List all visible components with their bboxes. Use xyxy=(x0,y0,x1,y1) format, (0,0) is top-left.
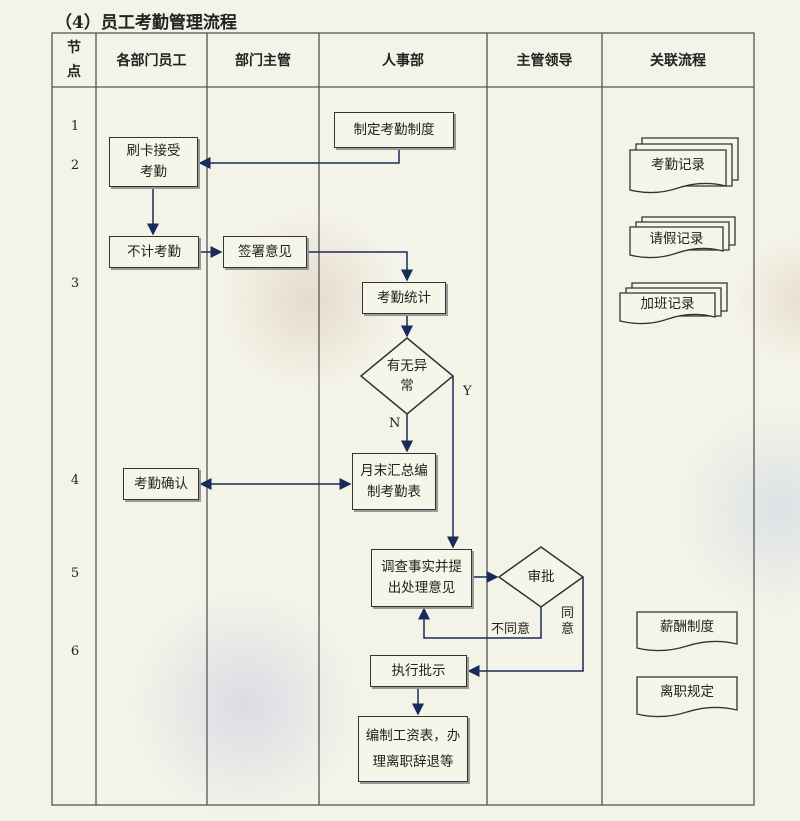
doc-salary-policy[interactable]: 薪酬制度 xyxy=(660,619,714,635)
step-make-policy[interactable]: 制定考勤制度 xyxy=(334,112,454,148)
step-confirm[interactable]: 考勤确认 xyxy=(123,468,199,500)
step-swipe-card[interactable]: 刷卡接受考勤 xyxy=(109,137,198,187)
label-disagree: 不同意 xyxy=(491,622,531,637)
label-yes: Y xyxy=(463,384,472,399)
header-related: 关联流程 xyxy=(650,53,706,69)
diagram-title: （4）员工考勤管理流程 xyxy=(55,13,237,33)
header-node-line2: 点 xyxy=(67,64,81,80)
decision-abnormal-label[interactable]: 有无异常 xyxy=(386,358,428,394)
decision-approve xyxy=(497,546,585,608)
header-employees: 各部门员工 xyxy=(116,53,187,69)
step-not-counted[interactable]: 不计考勤 xyxy=(109,236,199,268)
node-number: 5 xyxy=(70,566,80,581)
step-investigate[interactable]: 调查事实并提出处理意见 xyxy=(371,549,472,607)
doc-overtime-records[interactable]: 加班记录 xyxy=(640,296,695,312)
node-number: 2 xyxy=(70,158,80,173)
step-execute[interactable]: 执行批示 xyxy=(370,655,467,687)
step-monthly-summary[interactable]: 月末汇总编制考勤表 xyxy=(352,453,436,510)
decision-abnormal xyxy=(359,337,455,415)
label-agree: 同意 xyxy=(561,606,575,637)
doc-resignation-rules[interactable]: 离职规定 xyxy=(660,684,714,700)
label-no: N xyxy=(389,416,401,431)
header-hr: 人事部 xyxy=(382,53,424,69)
step-statistics[interactable]: 考勤统计 xyxy=(362,282,446,314)
step-payroll[interactable]: 编制工资表，办理离职辞退等 xyxy=(358,716,468,782)
document-shapes xyxy=(619,137,739,718)
header-leader: 主管领导 xyxy=(516,53,573,69)
node-number: 4 xyxy=(70,473,80,488)
node-number: 3 xyxy=(70,276,80,291)
doc-leave-records[interactable]: 请假记录 xyxy=(649,231,704,247)
decision-approve-label[interactable]: 审批 xyxy=(527,569,555,585)
header-node: 节 点 xyxy=(52,33,96,87)
node-number: 1 xyxy=(70,119,80,134)
header-node-line1: 节 xyxy=(67,40,81,56)
node-number: 6 xyxy=(70,644,80,659)
step-sign-opinion[interactable]: 签署意见 xyxy=(223,236,307,268)
doc-attendance-records[interactable]: 考勤记录 xyxy=(651,157,705,173)
header-supervisor: 部门主管 xyxy=(235,53,291,69)
